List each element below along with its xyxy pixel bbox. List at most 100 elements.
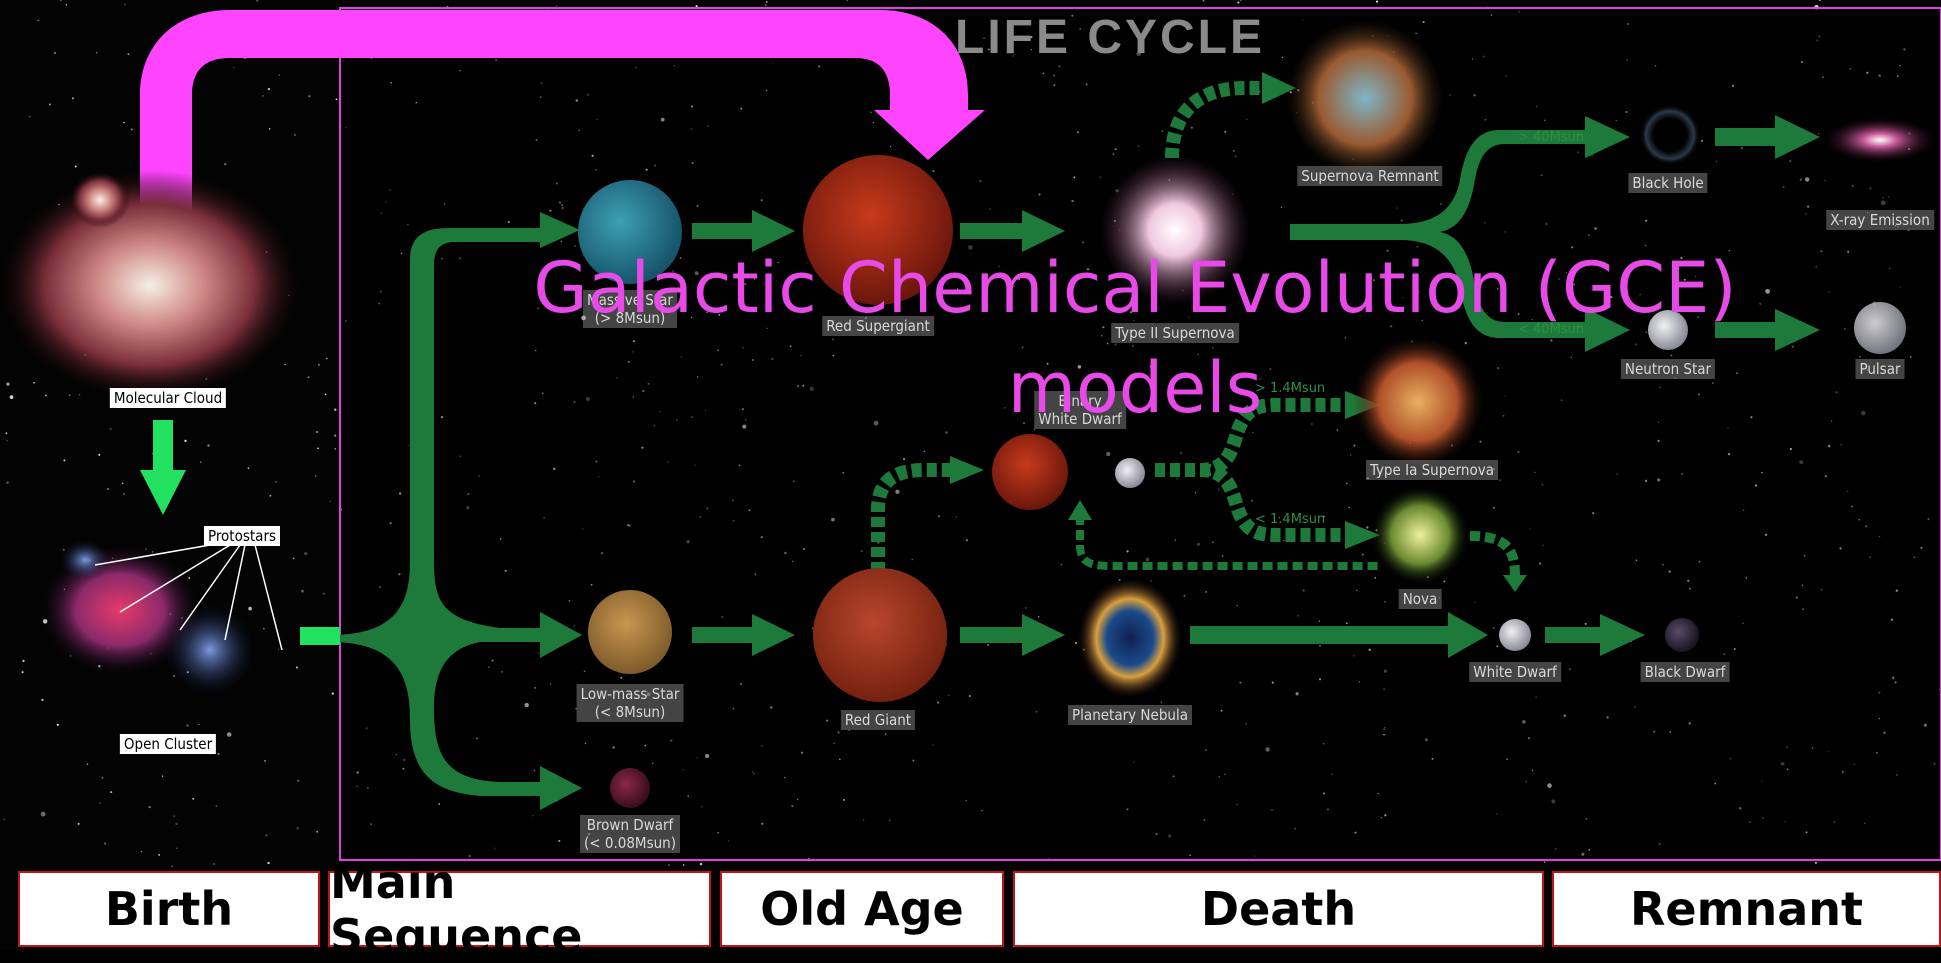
background-star — [6, 382, 9, 385]
background-star — [54, 52, 56, 54]
planetary-nebula-image — [1078, 578, 1182, 698]
label-red-giant: Red Giant — [841, 710, 915, 730]
background-star — [200, 461, 202, 463]
background-star — [192, 798, 194, 800]
background-star — [308, 376, 310, 378]
stage-birth: Birth — [18, 871, 320, 947]
label-black-dwarf: Black Dwarf — [1641, 662, 1730, 682]
background-star — [270, 495, 272, 497]
background-star — [37, 20, 38, 21]
label-brown-dwarf: Brown Dwarf (< 0.08Msun) — [580, 815, 680, 853]
background-star — [216, 805, 218, 807]
background-star — [98, 454, 100, 456]
neutron-star-image — [1648, 310, 1688, 350]
background-star — [1544, 862, 1545, 863]
binary-white-dwarf-image — [1115, 458, 1145, 488]
background-star — [6, 432, 8, 434]
label-low-mass-star: Low-mass Star (< 8Msun) — [577, 684, 684, 722]
background-star — [316, 831, 318, 833]
background-star — [69, 394, 71, 396]
white-dwarf-image — [1499, 619, 1531, 651]
background-star — [102, 777, 104, 779]
background-star — [1815, 862, 1817, 864]
background-star — [10, 395, 14, 399]
background-star — [172, 865, 173, 866]
background-star — [263, 628, 265, 630]
background-star — [304, 552, 307, 555]
background-star — [262, 95, 264, 97]
background-star — [301, 590, 304, 593]
diagram-panel-border — [340, 8, 1941, 860]
red-giant-image — [813, 568, 947, 702]
background-star — [87, 763, 88, 764]
label-supernova-remnant: Supernova Remnant — [1297, 166, 1442, 186]
background-star — [198, 724, 199, 725]
stage-old-age: Old Age — [720, 871, 1004, 947]
molecular-cloud-image — [0, 170, 300, 400]
background-star — [323, 593, 325, 595]
background-star — [122, 483, 123, 484]
background-star — [335, 448, 336, 449]
background-star — [765, 4, 767, 6]
background-star — [141, 851, 142, 852]
label-pulsar: Pulsar — [1855, 359, 1904, 379]
stage-main-sequence: Main Sequence — [328, 871, 711, 947]
background-star — [72, 97, 74, 99]
background-star — [123, 122, 125, 124]
background-star — [284, 364, 285, 365]
background-star — [99, 802, 101, 804]
background-star — [213, 863, 214, 864]
label-binary-white-dwarf: Binary White Dwarf — [1034, 391, 1126, 429]
background-star — [162, 775, 163, 776]
background-star — [297, 780, 299, 782]
background-star — [294, 134, 296, 136]
background-star — [275, 481, 276, 482]
background-star — [66, 4, 67, 5]
background-star — [316, 431, 318, 433]
background-star — [57, 724, 59, 726]
background-star — [318, 364, 320, 366]
condition-lt14: < 1.4Msun — [1255, 512, 1325, 527]
background-star — [186, 724, 189, 727]
background-star — [293, 557, 295, 559]
background-star — [175, 823, 177, 825]
stage-remnant: Remnant — [1552, 871, 1941, 947]
xray-emission-image — [1825, 118, 1935, 162]
birth-right-arrow-stub — [300, 627, 340, 645]
supernova-remnant-image — [1287, 20, 1443, 176]
black-hole-image — [1640, 105, 1700, 165]
label-type-ii-supernova: Type II Supernova — [1111, 323, 1239, 343]
background-star — [75, 165, 77, 167]
background-star — [218, 753, 220, 755]
background-star — [556, 5, 557, 6]
red-supergiant-image — [803, 155, 953, 305]
background-star — [207, 444, 209, 446]
background-star — [227, 732, 232, 737]
brown-dwarf-image — [610, 768, 650, 808]
background-star — [269, 128, 271, 130]
background-star — [248, 607, 252, 611]
type-ia-supernova-image — [1353, 337, 1483, 467]
background-star — [279, 74, 281, 76]
background-star — [264, 760, 266, 762]
background-star — [110, 791, 112, 793]
label-nova: Nova — [1399, 589, 1442, 609]
background-star — [128, 53, 130, 55]
pulsar-image — [1854, 302, 1906, 354]
background-star — [184, 440, 186, 442]
background-star — [110, 428, 112, 430]
background-star — [315, 475, 317, 477]
background-star — [248, 467, 250, 469]
background-star — [123, 493, 125, 495]
background-star — [296, 667, 298, 669]
label-red-supergiant: Red Supergiant — [822, 316, 934, 336]
label-open-cluster: Open Cluster — [120, 734, 216, 754]
background-star — [29, 116, 31, 118]
background-star — [4, 819, 5, 820]
stage-death: Death — [1013, 871, 1544, 947]
background-star — [63, 459, 65, 461]
binary-companion-image — [992, 434, 1068, 510]
background-star — [265, 834, 267, 836]
background-star — [308, 95, 310, 97]
